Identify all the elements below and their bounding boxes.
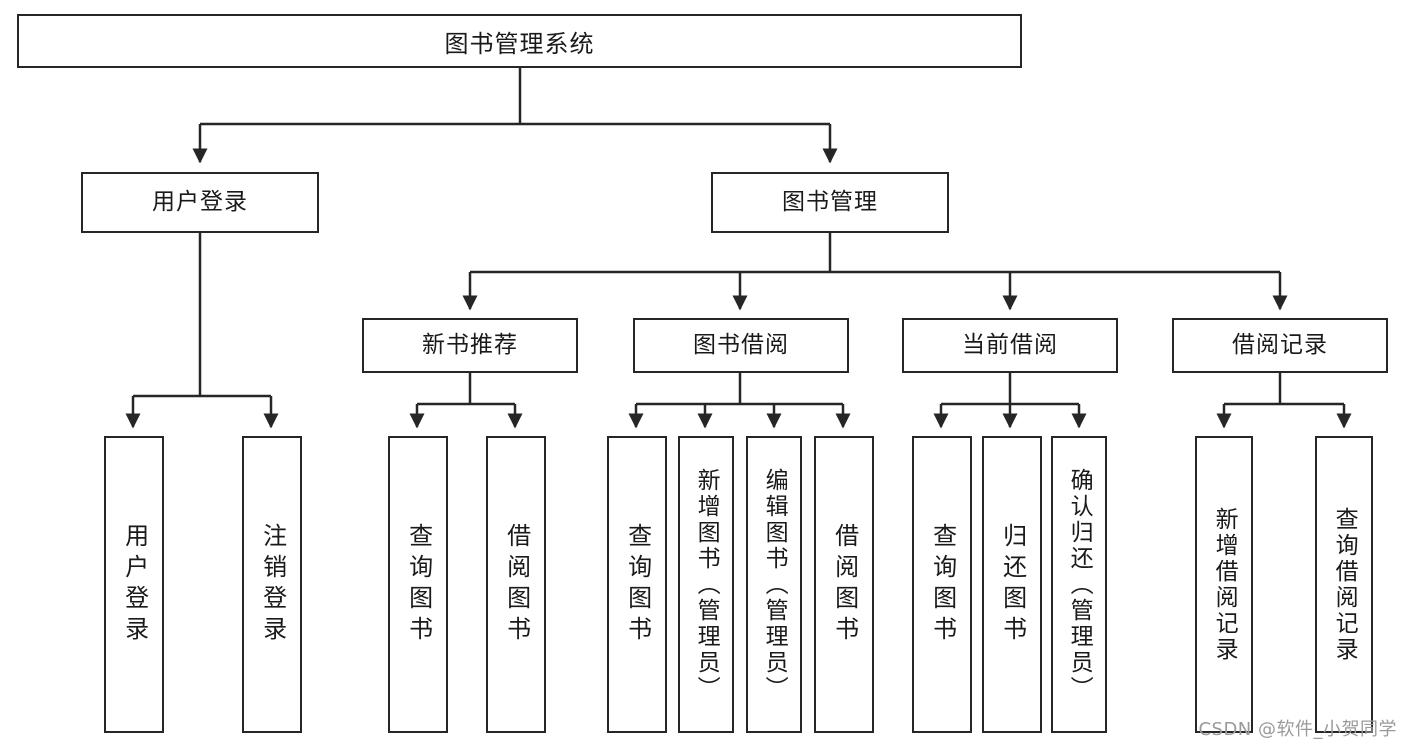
node-new-book-recommend[interactable]: 新书推荐 <box>362 318 578 373</box>
leaf-user-login[interactable]: 用户登录 <box>104 436 164 733</box>
node-current-borrow[interactable]: 当前借阅 <box>902 318 1118 373</box>
node-root-system[interactable]: 图书管理系统 <box>17 14 1022 68</box>
leaf-add-borrow-record[interactable]: 新增借阅记录 <box>1195 436 1253 733</box>
leaf-edit-book-admin[interactable]: 编辑图书（管理员） <box>746 436 802 733</box>
leaf-confirm-return-admin[interactable]: 确认归还（管理员） <box>1051 436 1107 733</box>
leaf-borrow-book-recommend[interactable]: 借阅图书 <box>486 436 546 733</box>
leaf-query-book-borrow[interactable]: 查询图书 <box>607 436 667 733</box>
node-borrow-record[interactable]: 借阅记录 <box>1172 318 1388 373</box>
leaf-query-book-recommend[interactable]: 查询图书 <box>388 436 448 733</box>
leaf-add-book-admin[interactable]: 新增图书（管理员） <box>678 436 734 733</box>
leaf-borrow-book[interactable]: 借阅图书 <box>814 436 874 733</box>
leaf-query-borrow-record[interactable]: 查询借阅记录 <box>1315 436 1373 733</box>
node-book-management[interactable]: 图书管理 <box>711 172 949 233</box>
leaf-return-book[interactable]: 归还图书 <box>982 436 1042 733</box>
node-book-borrow[interactable]: 图书借阅 <box>633 318 849 373</box>
leaf-query-book-current[interactable]: 查询图书 <box>912 436 972 733</box>
watermark-text: CSDN @软件_小贺同学 <box>1198 719 1397 740</box>
leaf-logout[interactable]: 注销登录 <box>242 436 302 733</box>
node-user-login[interactable]: 用户登录 <box>81 172 319 233</box>
